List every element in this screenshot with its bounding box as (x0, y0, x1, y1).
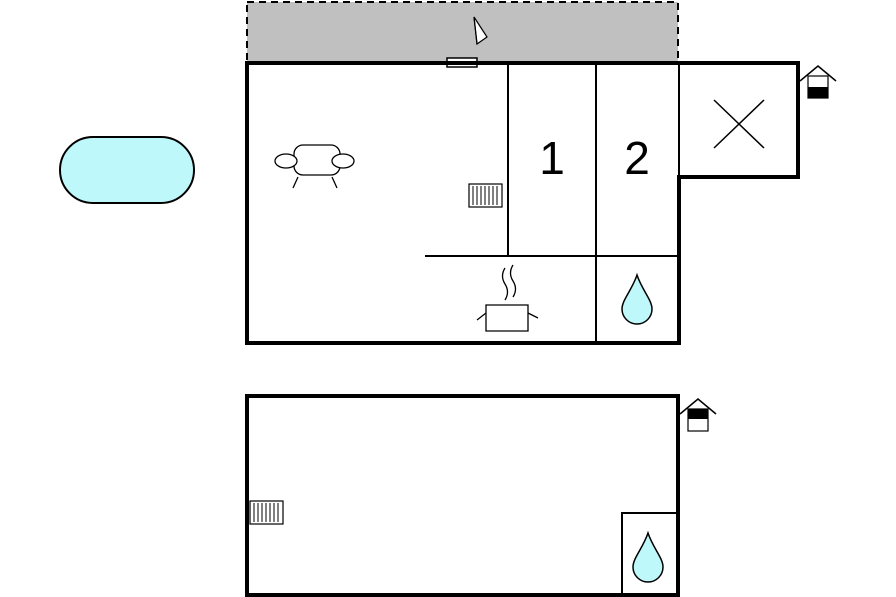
pool-shape (59, 136, 195, 204)
bathroom-water-drop-icon-lower (632, 530, 664, 583)
bedroom-2-label: 2 (624, 132, 650, 184)
upper-floor-walls (245, 61, 800, 345)
bathroom-water-drop-icon (621, 272, 653, 325)
radiator-icon-lower (249, 500, 284, 525)
storage-cross-icon (713, 99, 765, 149)
bedroom-1-label: 1 (539, 132, 565, 184)
entrance-house-icon-lower (679, 398, 717, 432)
compass-icon (473, 16, 488, 46)
sofa-icon (274, 144, 355, 189)
cooking-pot-icon (476, 264, 539, 332)
radiator-icon (468, 183, 503, 208)
terrace (246, 1, 679, 63)
entrance-house-icon (799, 65, 837, 99)
lower-bathroom-walls (621, 512, 678, 595)
lower-floor-walls (245, 394, 680, 597)
